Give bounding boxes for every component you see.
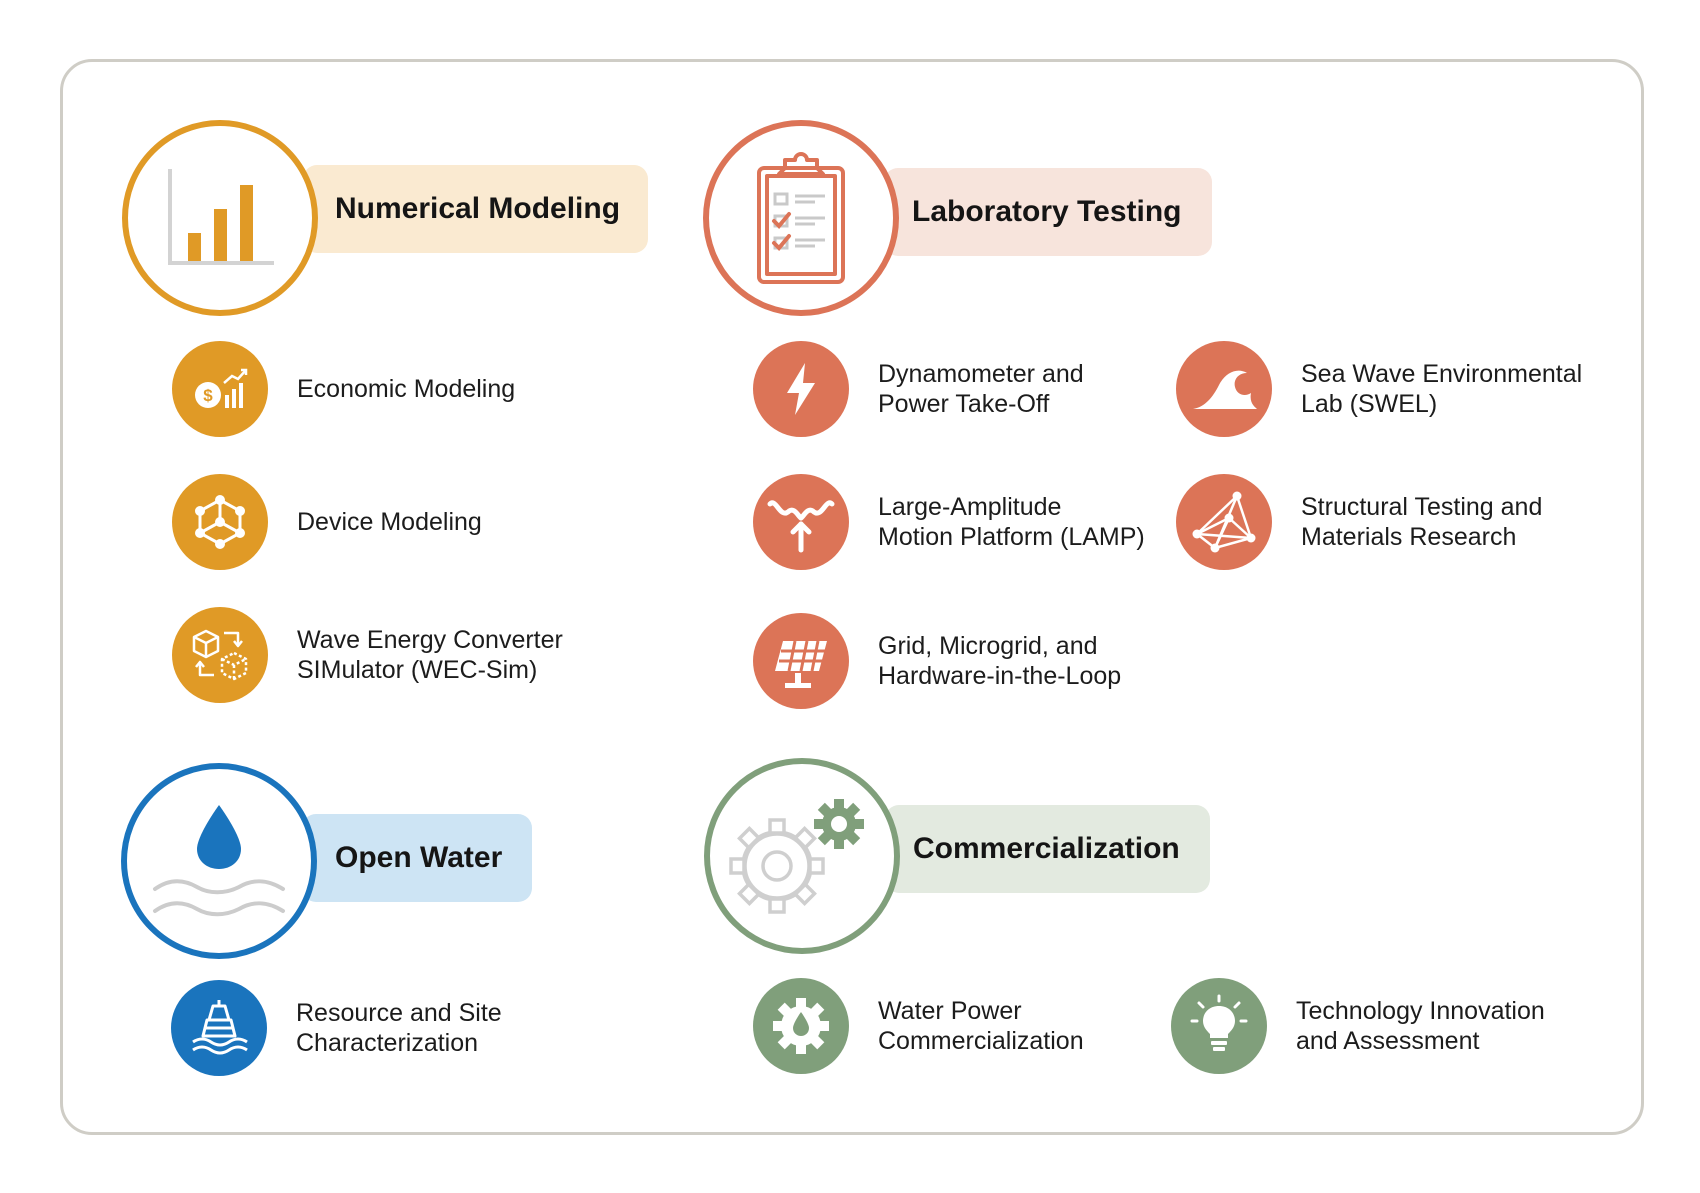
laboratory-testing-title: Laboratory Testing [912, 195, 1182, 228]
structural-testing-label: Structural Testing and Materials Researc… [1301, 493, 1543, 551]
water-drop-icon [121, 763, 317, 959]
numerical-modeling-title: Numerical Modeling [335, 192, 621, 225]
motion-wave-arrow-icon [753, 474, 849, 570]
list-item-lamp: Large-Amplitude Motion Platform (LAMP) [753, 474, 1198, 570]
swel-label: Sea Wave Environmental Lab (SWEL) [1301, 360, 1583, 418]
economic-modeling-label: Economic Modeling [297, 375, 516, 403]
diagram-frame [60, 59, 1644, 1135]
list-item-grid-microgrid: Grid, Microgrid, and Hardware-in-the-Loo… [753, 613, 1198, 709]
device-modeling-label: Device Modeling [297, 508, 482, 536]
grid-microgrid-label: Grid, Microgrid, and Hardware-in-the-Loo… [878, 632, 1122, 690]
gears-icon [704, 758, 900, 954]
list-item-economic-modeling: $ Economic Modeling [172, 341, 617, 437]
laboratory-testing-pill: Laboratory Testing [884, 168, 1212, 256]
list-item-resource-site: Resource and Site Characterization [171, 980, 616, 1076]
open-water-title: Open Water [335, 841, 503, 874]
bar-chart-icon [122, 120, 318, 316]
list-item-dynamometer: Dynamometer and Power Take-Off [753, 341, 1198, 437]
lamp-label: Large-Amplitude Motion Platform (LAMP) [878, 493, 1145, 551]
svg-text:$: $ [203, 386, 213, 405]
numerical-modeling-pill: Numerical Modeling [303, 165, 648, 253]
dollar-chart-icon: $ [172, 341, 268, 437]
solar-panel-icon [753, 613, 849, 709]
wave-icon [1176, 341, 1272, 437]
list-item-wec-sim: Wave Energy Converter SIMulator (WEC-Sim… [172, 607, 617, 703]
dynamometer-label: Dynamometer and Power Take-Off [878, 360, 1084, 418]
list-item-structural-testing: Structural Testing and Materials Researc… [1176, 474, 1621, 570]
commercialization-title: Commercialization [913, 832, 1180, 865]
clipboard-checklist-icon [703, 120, 899, 316]
open-water-pill: Open Water [302, 814, 532, 902]
water-power-commercialization-label: Water Power Commercialization [878, 997, 1084, 1055]
gear-drop-icon [753, 978, 849, 1074]
commercialization-pill: Commercialization [885, 805, 1210, 893]
list-item-swel: Sea Wave Environmental Lab (SWEL) [1176, 341, 1621, 437]
structure-mesh-icon [1176, 474, 1272, 570]
wec-sim-label: Wave Energy Converter SIMulator (WEC-Sim… [297, 626, 563, 684]
list-item-technology-innovation: Technology Innovation and Assessment [1171, 978, 1616, 1074]
lightning-bolt-icon [753, 341, 849, 437]
cube-transform-icon [172, 607, 268, 703]
lightbulb-icon [1171, 978, 1267, 1074]
buoy-icon [171, 980, 267, 1076]
molecule-network-icon [172, 474, 268, 570]
list-item-water-power-commercialization: Water Power Commercialization [753, 978, 1198, 1074]
resource-site-label: Resource and Site Characterization [296, 999, 502, 1057]
technology-innovation-label: Technology Innovation and Assessment [1296, 997, 1545, 1055]
list-item-device-modeling: Device Modeling [172, 474, 617, 570]
